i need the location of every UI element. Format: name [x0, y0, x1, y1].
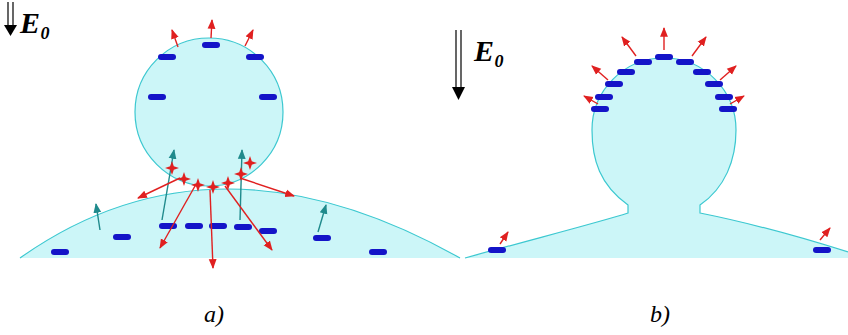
droplet: [135, 38, 283, 186]
panel-label: b): [650, 302, 670, 326]
negative-charges: [51, 42, 387, 255]
field-lines-drop: [138, 20, 294, 268]
negative-charges: [488, 54, 831, 253]
field-lines-cone: [500, 28, 830, 244]
field-arrow: [452, 30, 465, 100]
positive-charges: [165, 156, 257, 194]
taylor-cone-edge: [465, 58, 848, 258]
field-arrow: [4, 2, 17, 36]
field-label: E₀: [20, 8, 50, 38]
field-label: E₀: [474, 36, 504, 66]
taylor-cone: [465, 58, 848, 258]
panel-label: a): [204, 302, 224, 326]
